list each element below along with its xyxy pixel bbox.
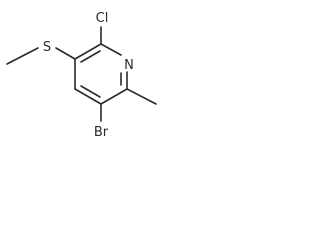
atom-label-chlorine: Cl [96,11,109,26]
bond-c3-s [55,47,76,60]
double-bond-c4-c5-inner [80,85,101,98]
atom-label-sulfur: S [43,40,51,55]
molecule-structure: Cl S N Br [6,11,157,140]
bond-c4-c5 [74,88,102,105]
bond-n1-c2 [100,43,122,56]
atom-label-bromine: Br [94,125,109,140]
bond-c5-c6 [100,88,128,105]
bond-c2-c3 [74,43,102,60]
atom-label-nitrogen: N [124,58,134,73]
bond-s-ch3 [6,47,39,65]
double-bond-c2-c3-inner [80,50,101,63]
bond-c6-ch3 [126,88,157,105]
